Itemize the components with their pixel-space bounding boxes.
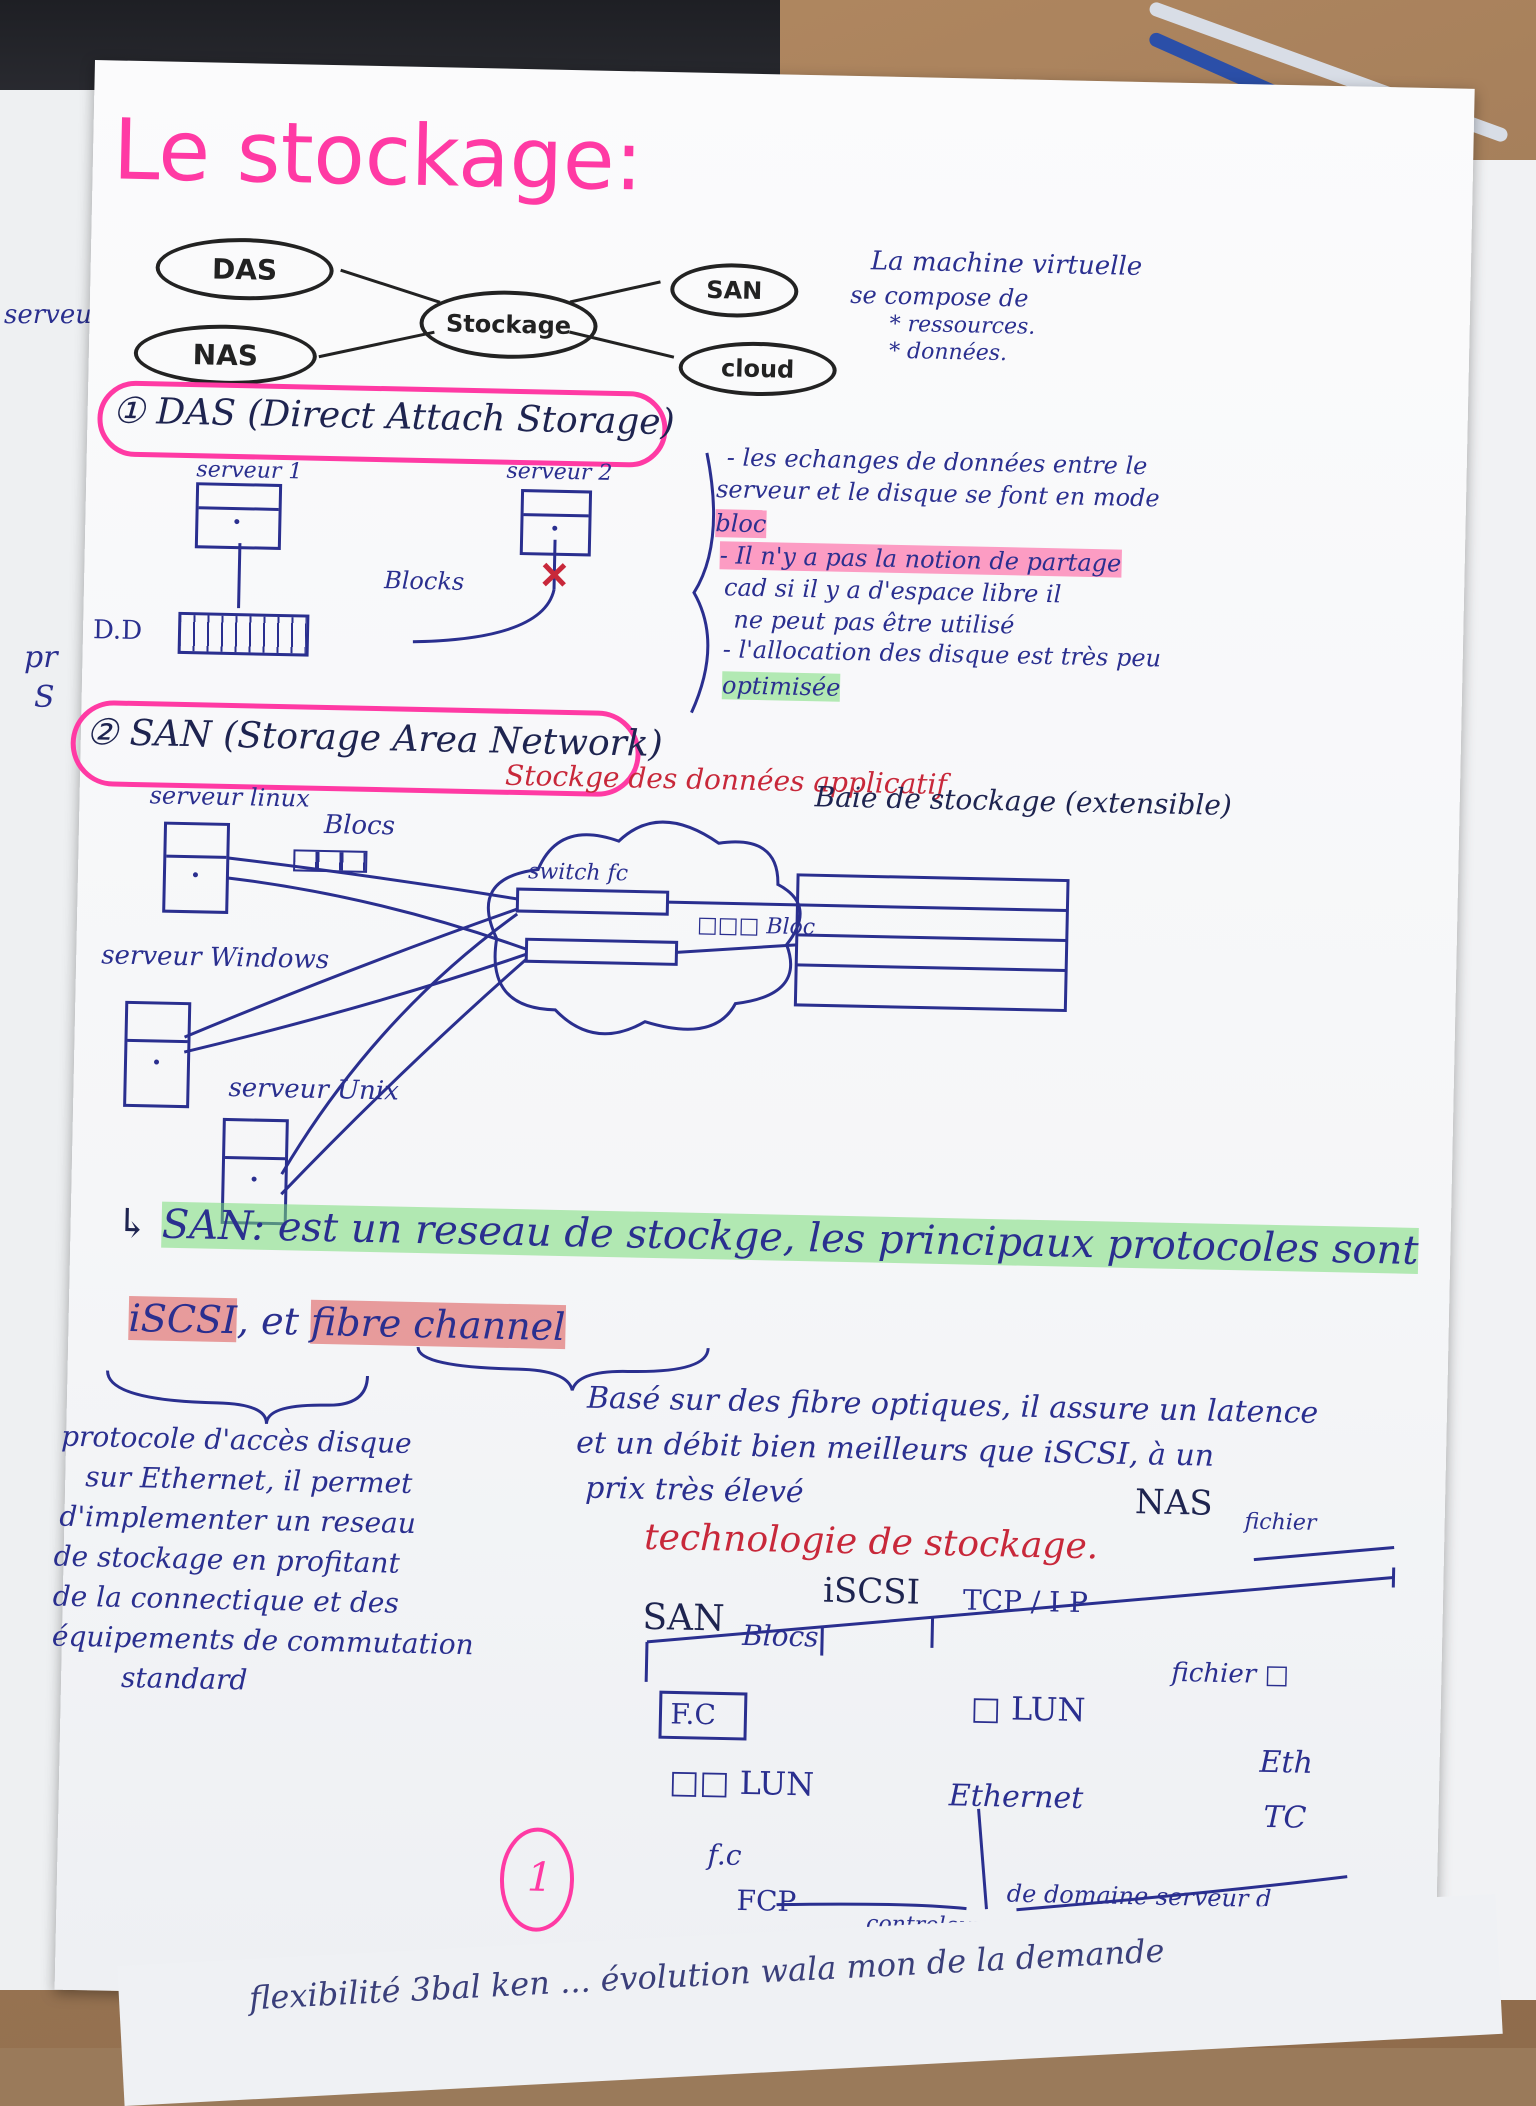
vm-note-line2: se compose de bbox=[850, 281, 1029, 313]
san-server-windows bbox=[123, 1001, 191, 1108]
das-blocks-label: Blocks bbox=[384, 566, 465, 596]
left-sheet-pr: pr bbox=[24, 640, 58, 675]
diagram-lines bbox=[55, 60, 1475, 2018]
das-note-8: optimisée bbox=[722, 671, 841, 701]
das-note-6: ne peut pas être utilisé bbox=[733, 605, 1015, 639]
tech-fc-box-label: F.C bbox=[670, 1697, 716, 1731]
tech-ethernet: Ethernet bbox=[948, 1778, 1083, 1816]
san-server-linux bbox=[162, 822, 230, 914]
vm-note-item2: * données. bbox=[889, 339, 1007, 366]
fibre-channel-label: fibre channel bbox=[310, 1300, 565, 1349]
iscsi-desc-7: standard bbox=[121, 1661, 248, 1697]
tech-fichier-top: fichier bbox=[1244, 1509, 1316, 1535]
notebook-page: Le stockage: DAS NAS Stockage SAN cloud bbox=[55, 60, 1475, 2018]
tech-san: SAN bbox=[642, 1597, 725, 1640]
left-sheet-s: S bbox=[34, 680, 55, 715]
das-note-3: bloc bbox=[715, 509, 767, 538]
das-dd-label: D.D bbox=[93, 615, 143, 646]
das-disk bbox=[178, 612, 310, 657]
das-server1-label: serveur 1 bbox=[196, 457, 302, 484]
das-server2-label: serveur 2 bbox=[506, 459, 612, 486]
san-server-unix-label: serveur Unix bbox=[228, 1073, 399, 1107]
iscsi-desc-2: sur Ethernet, il permet bbox=[85, 1460, 413, 1500]
bloc-arrow-label: □□□ Bloc bbox=[697, 913, 816, 940]
arrow-icon: ↳ bbox=[115, 1201, 162, 1248]
tech-tc-cut: TC bbox=[1263, 1800, 1307, 1836]
tech-tcpip: TCP / I P bbox=[963, 1584, 1089, 1620]
fibre-desc-3: prix très élevé bbox=[585, 1471, 804, 1511]
tech-iscsi: iSCSI bbox=[823, 1571, 921, 1613]
das-server2 bbox=[520, 489, 592, 556]
tech-nas: NAS bbox=[1135, 1482, 1213, 1524]
page-number: 1 bbox=[527, 1854, 553, 1901]
tech-lun2: □ LUN bbox=[970, 1689, 1086, 1729]
et-label: , et bbox=[236, 1298, 299, 1343]
tech-fc: f.c bbox=[707, 1838, 742, 1872]
tech-fichier2: fichier □ bbox=[1171, 1658, 1289, 1690]
vm-note-line1: La machine virtuelle bbox=[871, 246, 1143, 282]
switch-label: switch fc bbox=[528, 859, 628, 886]
tech-eth-cut: Eth bbox=[1259, 1745, 1313, 1781]
iscsi-label: iSCSI bbox=[128, 1296, 237, 1342]
san-blocs-squares bbox=[293, 849, 367, 873]
vm-note-item1: * ressources. bbox=[889, 312, 1035, 340]
tech-blocs: Blocs bbox=[742, 1619, 819, 1654]
das-server1 bbox=[195, 482, 282, 550]
tech-lun1: □□ LUN bbox=[669, 1762, 815, 1803]
san-server-linux-label: serveur linux bbox=[149, 781, 310, 812]
protocols-line: iSCSI, et fibre channel bbox=[128, 1296, 566, 1349]
tech-fcp: FCP bbox=[736, 1884, 796, 1918]
san-server-windows-label: serveur Windows bbox=[101, 940, 329, 975]
san-blocs-label: Blocs bbox=[324, 810, 396, 841]
